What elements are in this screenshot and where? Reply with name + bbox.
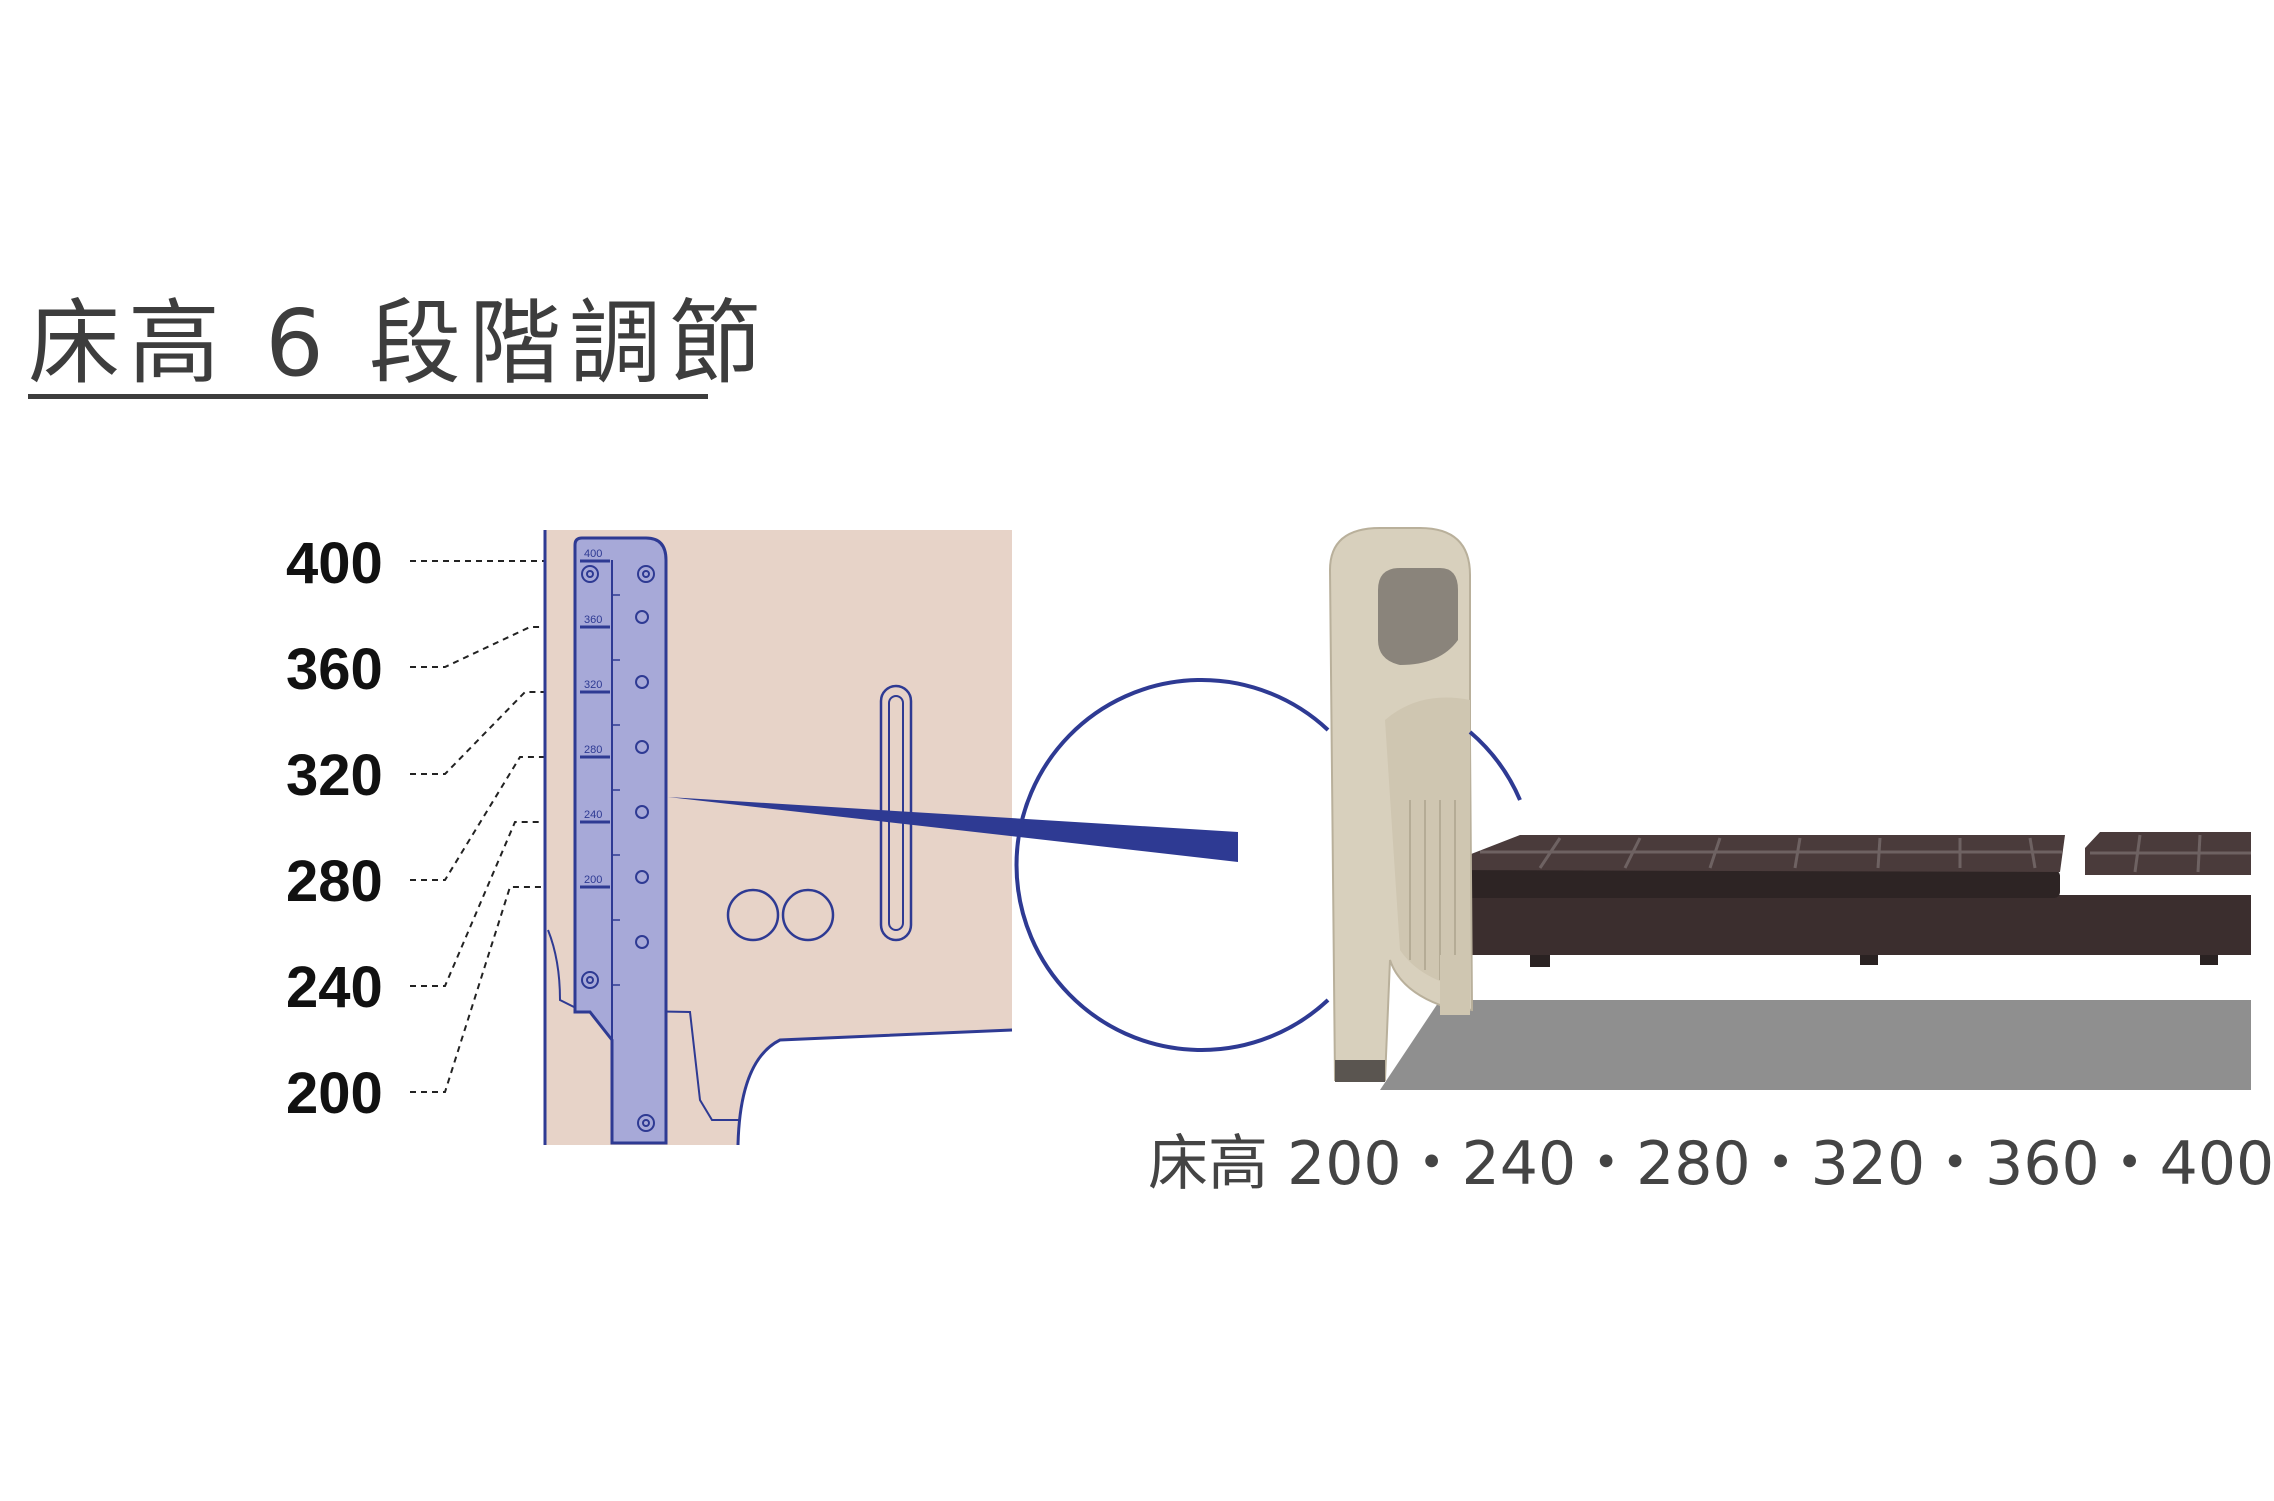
level-label-400: 400: [286, 531, 383, 596]
frame-hole-right: [781, 888, 835, 942]
bed-side-rail: [1420, 895, 2251, 955]
height-caption: 床高 200・240・280・320・360・400: [1148, 1129, 2274, 1199]
bracket-mark-label-400: 400: [584, 548, 602, 560]
bracket-mark-label-240: 240: [584, 809, 602, 821]
zoom-circle-right: [1468, 730, 1522, 801]
deck-grid: [1480, 837, 2062, 869]
headboard-leg-shadow: [1335, 1060, 1385, 1082]
frame-hole-left: [726, 888, 780, 942]
frame-edge-bottom: [736, 1028, 1013, 1146]
bracket-holes: [581, 565, 655, 1132]
page-title: 床高 6 段階調節: [28, 290, 770, 397]
zoom-circle-left: [1014, 678, 1330, 1052]
frame-inner-line: [547, 929, 740, 1121]
bracket-level-marks: [580, 559, 610, 889]
bracket-mark-label-320: 320: [584, 679, 602, 691]
bracket-mark-label-200: 200: [584, 874, 602, 886]
leader-line-240: [410, 821, 585, 987]
level-label-240: 240: [286, 955, 383, 1020]
level-label-360: 360: [286, 637, 383, 702]
level-label-200: 200: [286, 1061, 383, 1126]
level-label-280: 280: [286, 849, 383, 914]
headboard-ribs: [1409, 800, 1456, 985]
bracket-mark-label-360: 360: [584, 614, 602, 626]
bracket-notches: [612, 594, 620, 986]
headboard-handle: [1378, 568, 1458, 665]
headboard-lower-panel: [1385, 697, 1470, 990]
bracket-mark-label-280: 280: [584, 744, 602, 756]
bed-deck-edge: [1420, 870, 2060, 898]
level-label-320: 320: [286, 743, 383, 808]
title-underline: [28, 394, 708, 399]
floor-shadow: [1380, 1000, 2251, 1090]
headboard-leg-back: [1440, 955, 1470, 1015]
zoom-connector: [668, 797, 1238, 862]
bed-feet: [1440, 955, 2218, 967]
height-adjust-bracket: [573, 536, 668, 1145]
